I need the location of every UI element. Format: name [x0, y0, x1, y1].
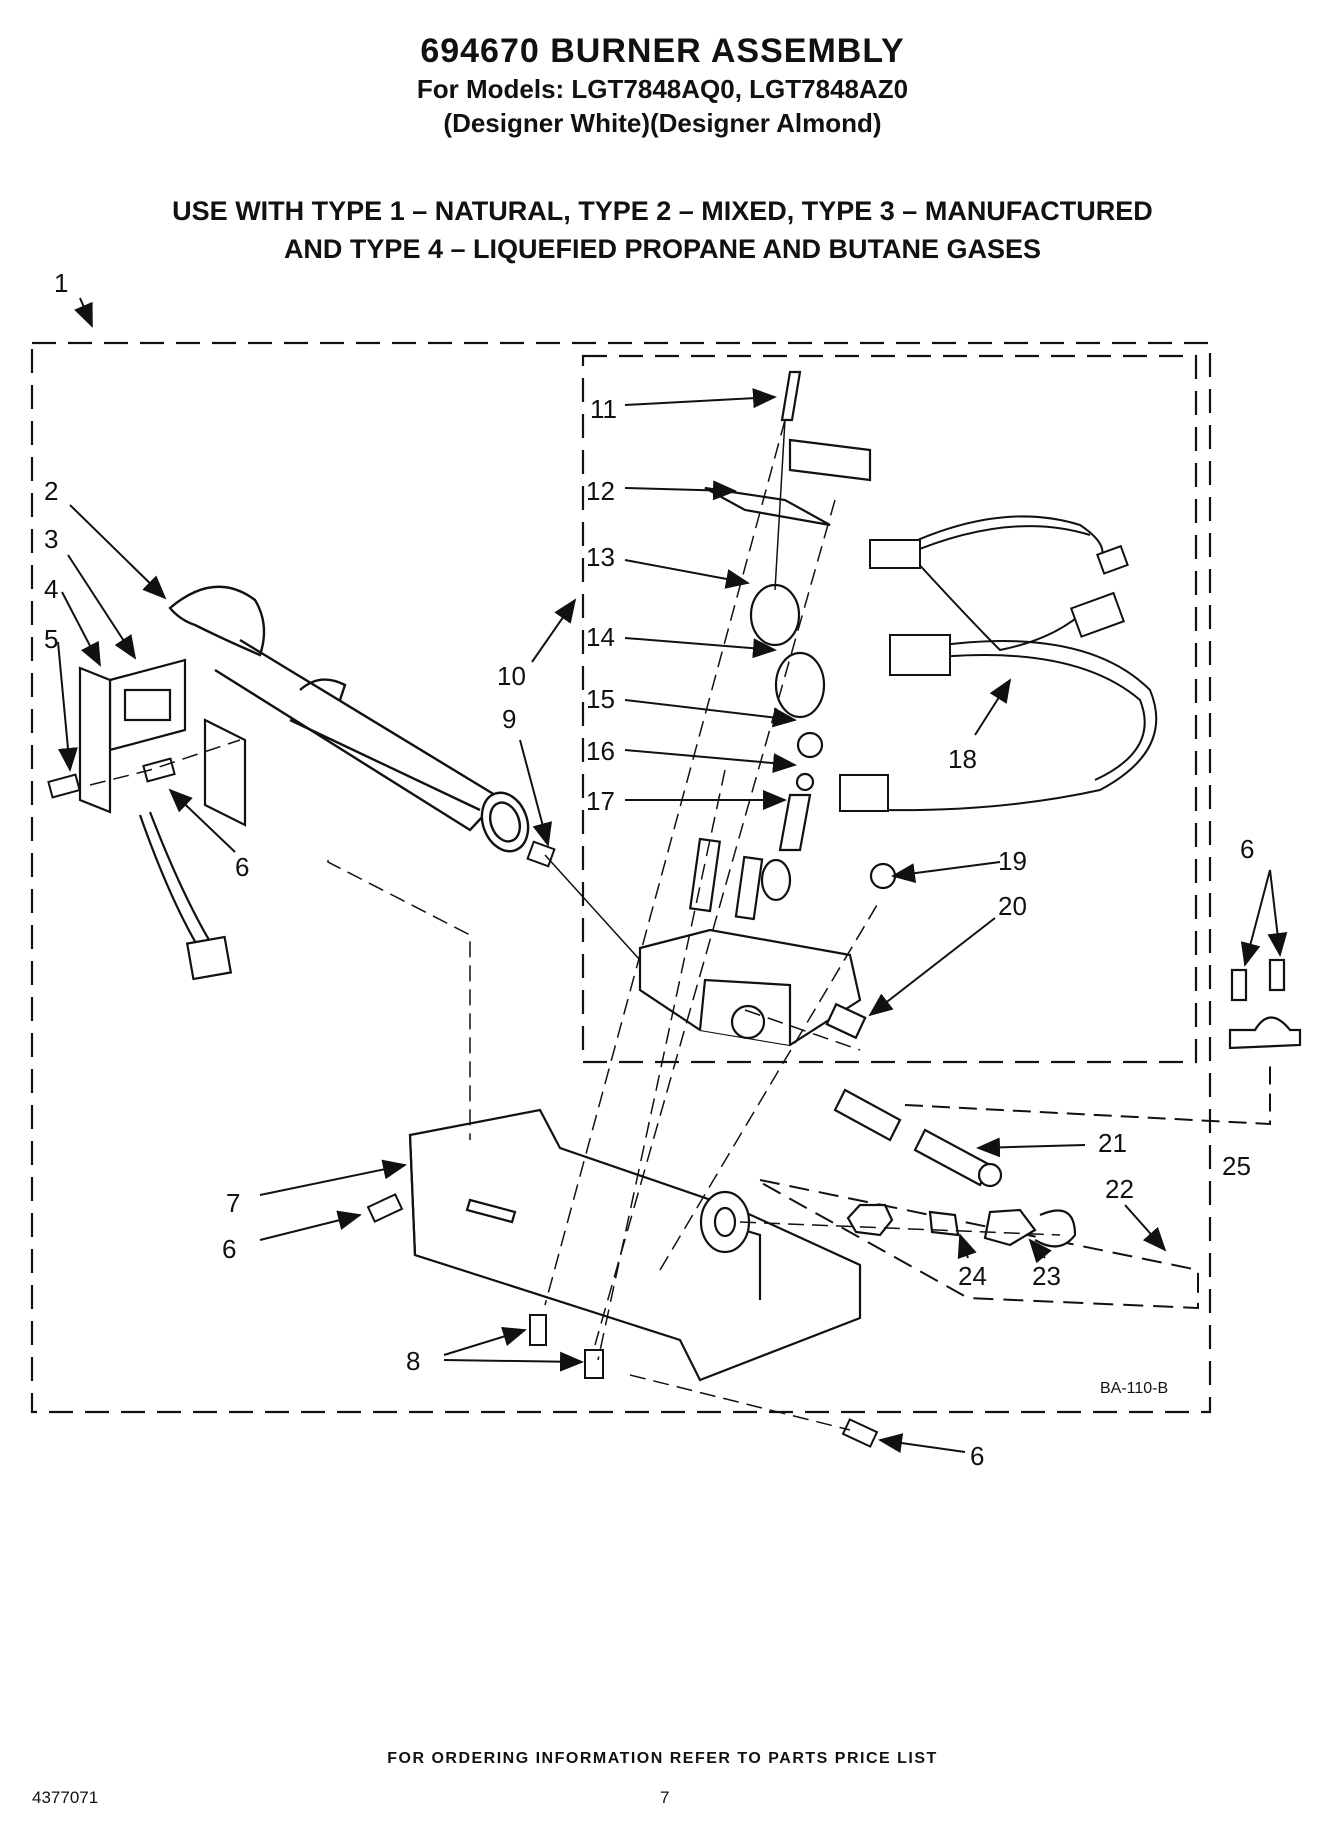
sensor-bracket	[78, 658, 247, 981]
callout-14: 14	[586, 622, 615, 652]
callout-6-right: 6	[1240, 834, 1254, 864]
pipe-clamp	[1228, 958, 1302, 1050]
callout-9: 9	[502, 704, 516, 734]
callout-4: 4	[44, 574, 58, 604]
callout-10: 10	[497, 661, 526, 691]
callout-20: 20	[998, 891, 1027, 921]
gas-usage-line-1: USE WITH TYPE 1 – NATURAL, TYPE 2 – MIXE…	[172, 196, 1153, 226]
callout-5: 5	[44, 624, 58, 654]
gas-valve	[638, 370, 897, 1047]
callout-8: 8	[406, 1346, 420, 1376]
callout-16: 16	[586, 736, 615, 766]
orifice-group-outline	[759, 1179, 1199, 1310]
wire-harness	[839, 515, 1158, 812]
model-colors: (Designer White)(Designer Almond)	[443, 108, 882, 138]
assembly-guides-solid	[544, 419, 786, 961]
callout-15: 15	[586, 684, 615, 714]
diagram-code: BA-110-B	[1100, 1380, 1168, 1397]
assembly-outline	[30, 341, 1212, 1414]
burner-tube	[168, 585, 530, 853]
callout-7: 7	[226, 1188, 240, 1218]
callout-17: 17	[586, 786, 615, 816]
valve-assembly-outline	[581, 354, 1198, 1064]
callout-6-left: 6	[235, 852, 249, 882]
screws	[47, 757, 879, 1448]
callout-6-bottom: 6	[970, 1441, 984, 1471]
callout-21: 21	[1098, 1128, 1127, 1158]
callout-leaders	[57, 297, 1288, 1453]
clamp-group-outline	[904, 1060, 1271, 1126]
callout-1: 1	[54, 268, 68, 298]
orifice-parts	[833, 1088, 1077, 1248]
gas-usage-line-2: AND TYPE 4 – LIQUEFIED PROPANE AND BUTAN…	[283, 234, 1042, 264]
callout-11: 11	[590, 394, 617, 424]
callout-24: 24	[958, 1261, 987, 1291]
callout-19: 19	[998, 846, 1027, 876]
callout-22: 22	[1105, 1174, 1134, 1204]
page-number: 7	[660, 1788, 670, 1807]
callout-23: 23	[1032, 1261, 1061, 1291]
callout-6-bracket: 6	[222, 1234, 236, 1264]
callout-labels: 1 2 3 4 5 6 6 7 6 8 9 10 11 12 13 14 15 …	[44, 268, 1254, 1471]
model-numbers: For Models: LGT7848AQ0, LGT7848AZ0	[416, 74, 909, 104]
page-title: 694670 BURNER ASSEMBLY	[420, 32, 905, 70]
callout-18: 18	[948, 744, 977, 774]
callout-13: 13	[586, 542, 615, 572]
document-number: 4377071	[32, 1788, 99, 1807]
callout-2: 2	[44, 476, 58, 506]
burner-bracket	[408, 1108, 862, 1382]
ordering-note: FOR ORDERING INFORMATION REFER TO PARTS …	[387, 1750, 938, 1767]
callout-3: 3	[44, 524, 58, 554]
callout-25: 25	[1222, 1151, 1251, 1181]
callout-12: 12	[586, 476, 615, 506]
assembly-guides	[89, 419, 1061, 1431]
